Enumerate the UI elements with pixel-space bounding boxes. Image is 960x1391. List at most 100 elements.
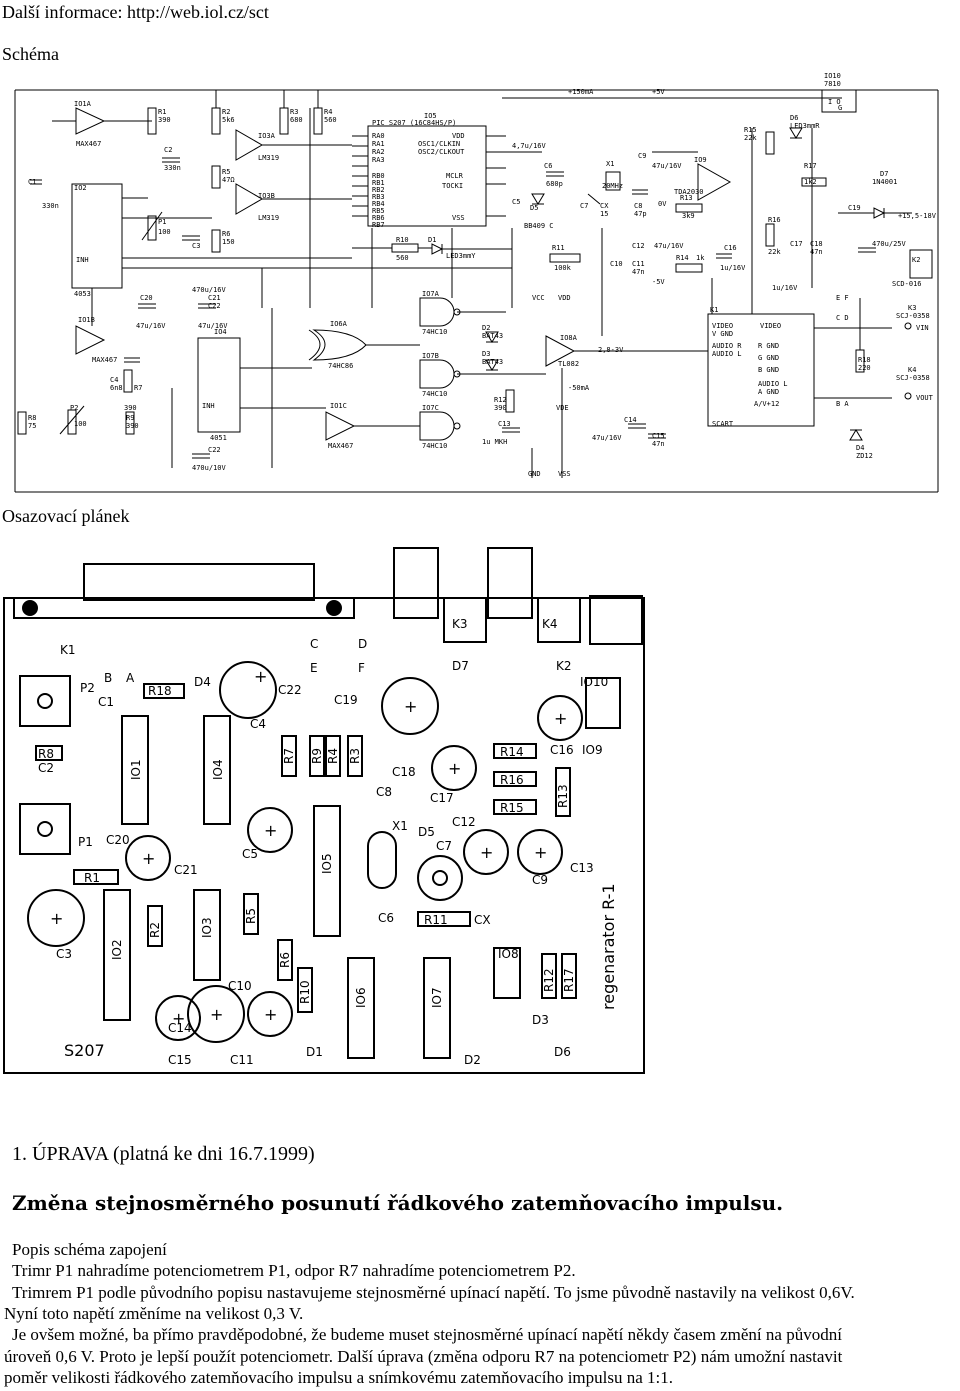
label-c3: C3: [192, 242, 200, 250]
label-r6-val: 150: [222, 238, 235, 246]
label-rb2: RB2: [372, 186, 385, 194]
label-rb6: RB6: [372, 214, 385, 222]
label-74hc86: 74HC86: [328, 362, 353, 370]
label-vin: VIN: [916, 324, 929, 332]
label-r18: R18: [858, 356, 871, 364]
label-lm319a: LM319: [258, 154, 279, 162]
label-cx: CX: [600, 202, 609, 210]
label-c4b: C4: [110, 376, 118, 384]
label-ef: E F: [836, 294, 849, 302]
label-scd: SCD-016: [892, 280, 922, 288]
layout-title: Osazovací plánek: [2, 506, 130, 526]
label-c6: C6: [544, 162, 552, 170]
label-av12: A/V+12: [754, 400, 779, 408]
label-74hc10c: 74HC10: [422, 442, 447, 450]
label-rb1: RB1: [372, 179, 385, 187]
pcb-p2: P2: [80, 681, 95, 695]
label-r11: R11: [552, 244, 565, 252]
plus-icon: +: [264, 821, 277, 840]
label-r4-val: 560: [324, 116, 337, 124]
label-1u: 1u/16V: [772, 284, 798, 292]
pcb-c9: C9: [532, 873, 548, 887]
schema-title: Schéma: [2, 44, 59, 64]
label-r1-val: 390: [158, 116, 171, 124]
label-osc2: OSC2/CLKOUT: [418, 148, 465, 156]
pcb-x1: X1: [392, 819, 408, 833]
pcb-regen: regenarator R-1: [599, 883, 618, 1010]
info-line: Další informace: http://web.iol.cz/sct: [2, 2, 269, 22]
label-c17: C17: [790, 240, 803, 248]
label-r17: R17: [804, 162, 817, 170]
pcb-c6: C6: [378, 911, 394, 925]
para-line-3: Nyní toto napětí změníme na velikost 0,3…: [4, 1304, 304, 1323]
label-c13-val: 1u MKH: [482, 438, 507, 446]
label-k4: K4: [908, 366, 916, 374]
pcb-p1: P1: [78, 835, 93, 849]
label-rb7: RB7: [372, 221, 385, 229]
label-v155: +15,5-18V: [898, 212, 937, 220]
label-r8-val: 75: [28, 422, 36, 430]
label-minus5: -5V: [652, 278, 665, 286]
label-g-pin: G: [838, 104, 842, 112]
label-pic: PIC S207 (16C84HS/P): [372, 119, 456, 127]
label-inh-a: INH: [76, 256, 89, 264]
label-rb4: RB4: [372, 200, 385, 208]
label-p1: P1: [158, 218, 166, 226]
plus-icon: +: [172, 1009, 185, 1028]
pcb-d7: D7: [452, 659, 469, 673]
pcb-r10: R10: [298, 980, 312, 1004]
label-d3: D3: [482, 350, 490, 358]
pcb-d6: D6: [554, 1045, 571, 1059]
pcb-c4: C4: [250, 717, 266, 731]
label-c14: C14: [624, 416, 637, 424]
pcb-io9: IO9: [582, 743, 603, 757]
para-line-5: úroveň 0,6 V. Proto je lepší použít pote…: [4, 1347, 843, 1366]
pcb-f: F: [358, 661, 365, 675]
label-max467a: MAX467: [76, 140, 101, 148]
label-video-out: VIDEO: [760, 322, 781, 330]
label-max467c: MAX467: [328, 442, 353, 450]
label-p1-val: 100: [158, 228, 171, 236]
pcb-c: C: [310, 637, 318, 651]
pcb-r5: R5: [244, 908, 258, 924]
label-osc1: OSC1/CLKIN: [418, 140, 460, 148]
plus-icon: +: [404, 697, 417, 716]
label-r15: R15: [744, 126, 757, 134]
label-k2: K2: [912, 256, 920, 264]
label-0v: 0V: [658, 200, 667, 208]
label-p2-val: 100: [74, 420, 87, 428]
pcb-r7: R7: [282, 748, 296, 764]
label-c7: C7: [580, 202, 588, 210]
plus-icon: +: [480, 843, 493, 862]
label-ra2: RA2: [372, 148, 385, 156]
label-c6-val: 680p: [546, 180, 563, 188]
label-d7-val: 1N4001: [872, 178, 897, 186]
pcb-d: D: [358, 637, 367, 651]
plus-icon: +: [264, 1005, 277, 1024]
label-cd: C D: [836, 314, 849, 322]
label-r4: R4: [324, 108, 332, 116]
label-c11-val: 47n: [632, 268, 645, 276]
pcb-d1: D1: [306, 1045, 323, 1059]
pcb-r1: R1: [84, 871, 100, 885]
label-4053: 4053: [74, 290, 91, 298]
label-io1a: IO1A: [74, 100, 92, 108]
label-c4: 4,7u/16V: [512, 142, 547, 150]
label-inh-b: INH: [202, 402, 215, 410]
article-subheading: Změna stejnosměrného posunutí řádkového …: [12, 1191, 784, 1215]
label-c21: C21: [208, 294, 221, 302]
pcb-r6: R6: [278, 952, 292, 968]
pcb-r15: R15: [500, 801, 524, 815]
label-c5: C5: [512, 198, 520, 206]
label-r14: R14: [676, 254, 689, 262]
label-cx-val: 15: [600, 210, 608, 218]
label-74hc10a: 74HC10: [422, 328, 447, 336]
pcb-c18: C18: [392, 765, 416, 779]
pcb-c17: C17: [430, 791, 454, 805]
pcb-c22: C22: [278, 683, 302, 697]
label-r2: R2: [222, 108, 230, 116]
label-c1: C1: [28, 178, 36, 186]
label-minus50: -50mA: [568, 384, 590, 392]
plus-icon: +: [210, 1005, 223, 1024]
label-io4: IO4: [214, 328, 227, 336]
